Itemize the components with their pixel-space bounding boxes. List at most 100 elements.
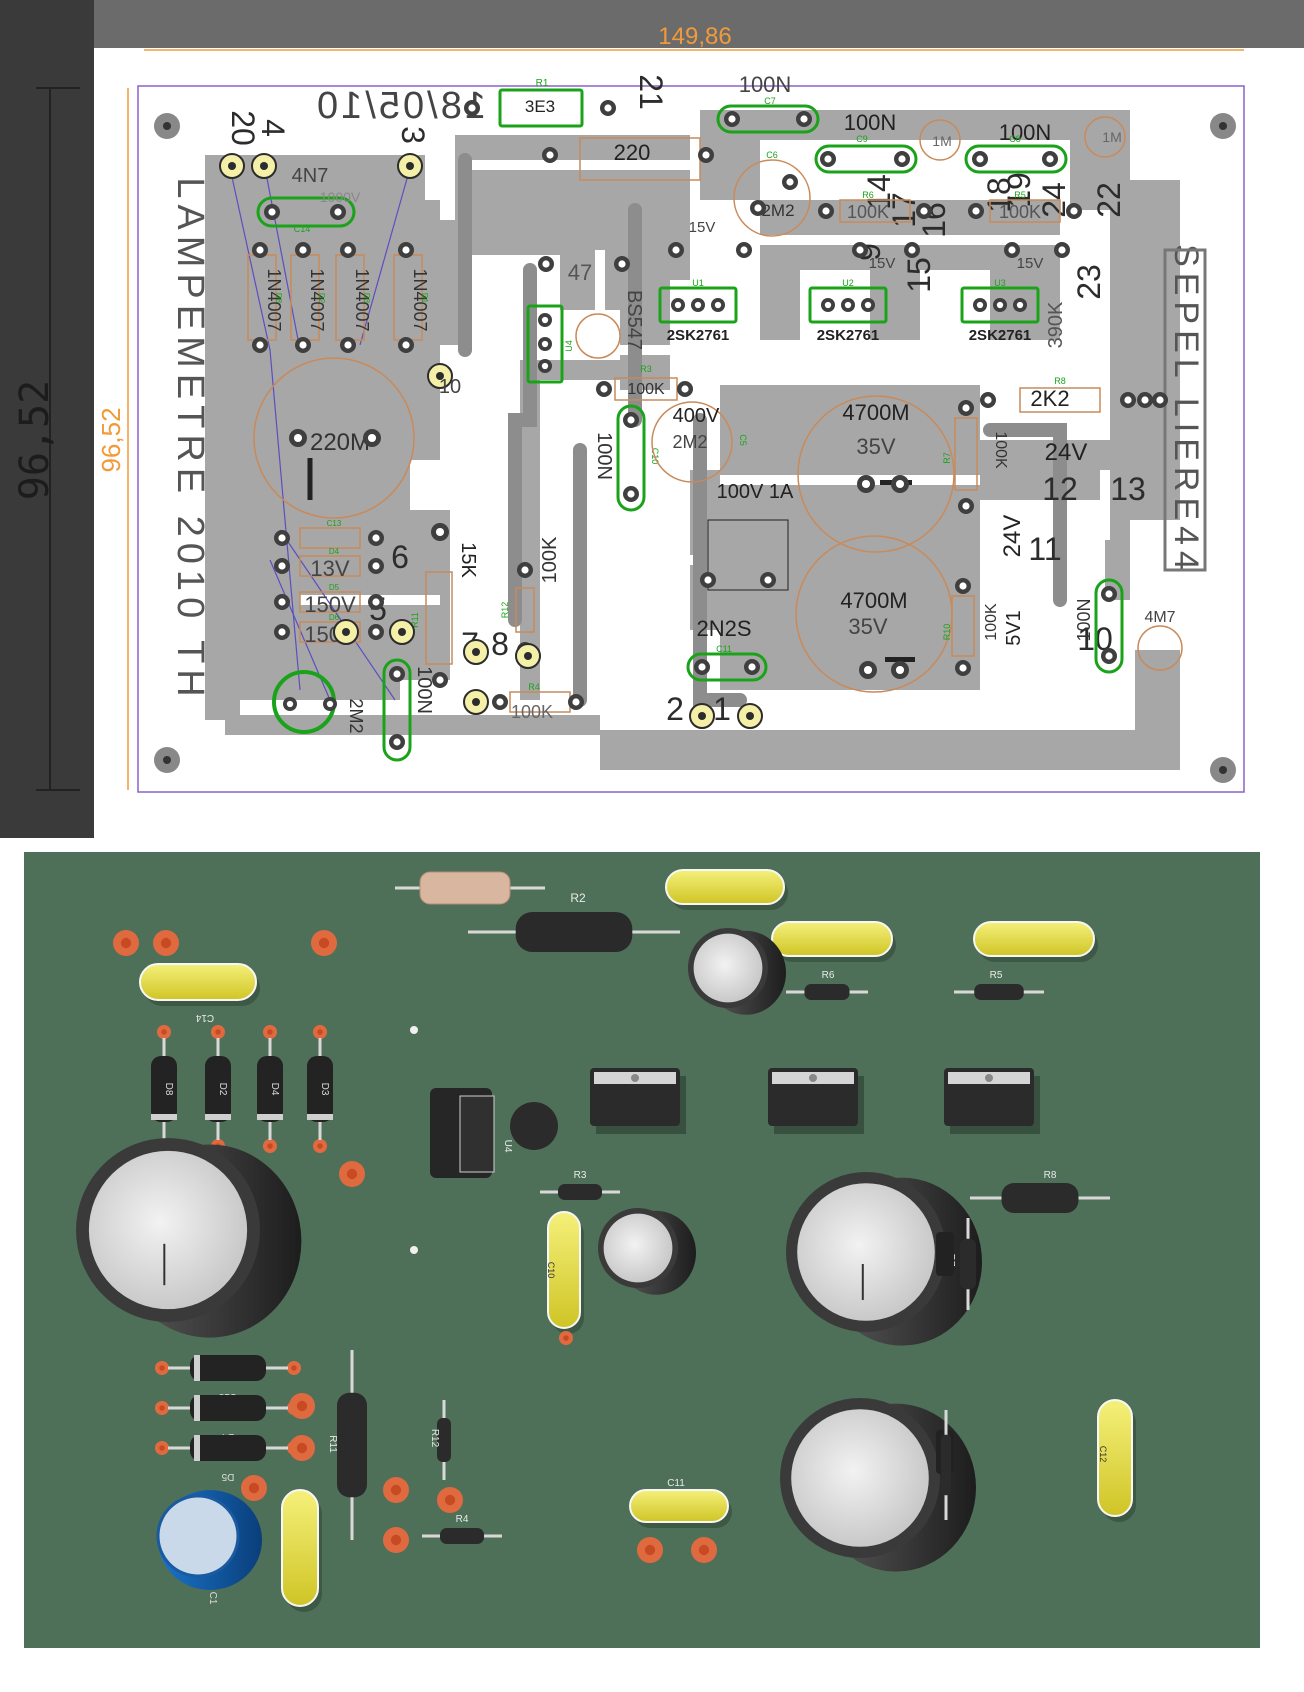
- r10-ref: R10: [942, 624, 952, 641]
- r-220-value: 220: [614, 140, 651, 165]
- pad-hole: [618, 260, 626, 268]
- r3-value: 100K: [627, 381, 665, 398]
- d8-3d-band: [151, 1114, 177, 1120]
- c14-3d: [139, 963, 257, 1001]
- r5-ref: R5: [1014, 190, 1026, 200]
- fiducial: [410, 1026, 418, 1034]
- c13-ref: C13: [327, 519, 342, 528]
- r6-3d: [804, 984, 850, 1000]
- pad-hole: [299, 246, 307, 254]
- d6-ref: D6: [329, 613, 340, 622]
- pad-hole: [698, 712, 706, 720]
- pad-hole: [681, 385, 689, 393]
- pad-hole: [367, 433, 377, 443]
- u2-ref: U2: [842, 278, 854, 288]
- d5-ref: D5: [329, 583, 340, 592]
- u2-value: 2SK2761: [817, 327, 880, 344]
- z-5v1-value: 5V1: [1003, 610, 1025, 646]
- pad-hole: [546, 151, 554, 159]
- pad-hole: [746, 712, 754, 720]
- u3-value: 2SK2761: [969, 327, 1032, 344]
- u4-value: BS547: [623, 290, 645, 350]
- u3-ref: U3: [994, 278, 1006, 288]
- orange-height-dimension: 96,52: [96, 407, 126, 472]
- z15b-value: 15V: [869, 255, 896, 272]
- pad-hole: [984, 396, 992, 404]
- d5-3d-band: [194, 1435, 200, 1461]
- c6-3d-top: [693, 933, 763, 1003]
- pad-hole: [748, 663, 756, 671]
- pad-hole: [248, 1482, 260, 1494]
- d5-3d-label: D5: [221, 1471, 234, 1482]
- c10-label: C10: [546, 1262, 556, 1279]
- z15c-value: 15V: [1017, 255, 1044, 272]
- u3-3d-hole: [985, 1074, 993, 1082]
- pin-label: 1: [713, 691, 731, 727]
- c1-label: C1: [207, 1592, 218, 1605]
- r12-outline: [515, 587, 535, 633]
- pad-hole: [267, 1029, 273, 1035]
- pin-label: 8: [491, 626, 509, 662]
- pad-hole: [346, 1168, 358, 1180]
- pad-hole: [524, 652, 532, 660]
- c12-label: C12: [1098, 1446, 1108, 1463]
- r12-value: 100K: [539, 536, 561, 583]
- c5-ref: C5: [738, 434, 748, 446]
- pad-hole: [1124, 396, 1132, 404]
- c11-ref: C11: [716, 644, 732, 654]
- pad-hole: [215, 1029, 221, 1035]
- c4-value: 4700M: [840, 588, 907, 613]
- pad-hole: [856, 246, 864, 254]
- pad-hole: [1141, 396, 1149, 404]
- d3-3d-label: D3: [319, 1083, 330, 1096]
- r3-label: R3: [574, 1170, 587, 1181]
- pad-hole: [326, 700, 334, 708]
- trace-gaps: [300, 160, 1060, 605]
- c-100n-right-highlight: [1094, 578, 1124, 674]
- c6-ref: C6: [766, 150, 778, 160]
- pad-hole: [372, 598, 380, 606]
- c2-3d-top: [156, 1494, 240, 1578]
- r7-3d: [960, 1238, 976, 1290]
- d5-outline: [299, 591, 361, 613]
- pad-hole: [908, 246, 916, 254]
- pad-hole: [959, 582, 967, 590]
- pad-hole: [436, 372, 444, 380]
- c5-voltage: 400V: [673, 405, 720, 427]
- u4-label: U4: [502, 1140, 513, 1153]
- c11-highlight: [686, 652, 768, 682]
- pad-hole: [256, 341, 264, 349]
- pad-hole: [863, 665, 873, 675]
- r1-ref: R1: [536, 78, 549, 89]
- r12-label: R12: [429, 1429, 440, 1448]
- orange-width-dimension: 149,86: [658, 23, 731, 50]
- pad-hole: [920, 207, 928, 215]
- pad-hole: [344, 246, 352, 254]
- pad-hole: [895, 665, 905, 675]
- pad-hole: [822, 207, 830, 215]
- pin-label: 20: [225, 110, 261, 146]
- pad-hole: [1105, 590, 1113, 598]
- pad-hole: [1046, 155, 1054, 163]
- r8-ref: R8: [1054, 376, 1066, 386]
- c4-minus-mark: [885, 657, 915, 662]
- pad-hole: [472, 648, 480, 656]
- d1-ref: D1: [420, 293, 429, 304]
- d4-value: 13V: [310, 556, 349, 581]
- pad-hole: [895, 479, 905, 489]
- dimension-top-band: [94, 0, 1304, 48]
- pad-hole: [542, 260, 550, 268]
- pad-hole: [1156, 396, 1164, 404]
- pad-hole: [344, 341, 352, 349]
- c9-highlight: [814, 144, 918, 174]
- pad-hole: [468, 104, 476, 112]
- c-4m7-outline: [1137, 625, 1183, 671]
- pad-hole: [541, 340, 549, 348]
- r11-ref: R11: [410, 612, 420, 628]
- d4-outline: [299, 555, 361, 577]
- board-brand: SEPEL LIERE44: [1167, 244, 1205, 576]
- r-10-value: 10: [439, 376, 461, 398]
- u4-highlight: [526, 304, 564, 384]
- c14-ref: C14: [294, 224, 311, 234]
- r6-ref: R6: [862, 190, 874, 200]
